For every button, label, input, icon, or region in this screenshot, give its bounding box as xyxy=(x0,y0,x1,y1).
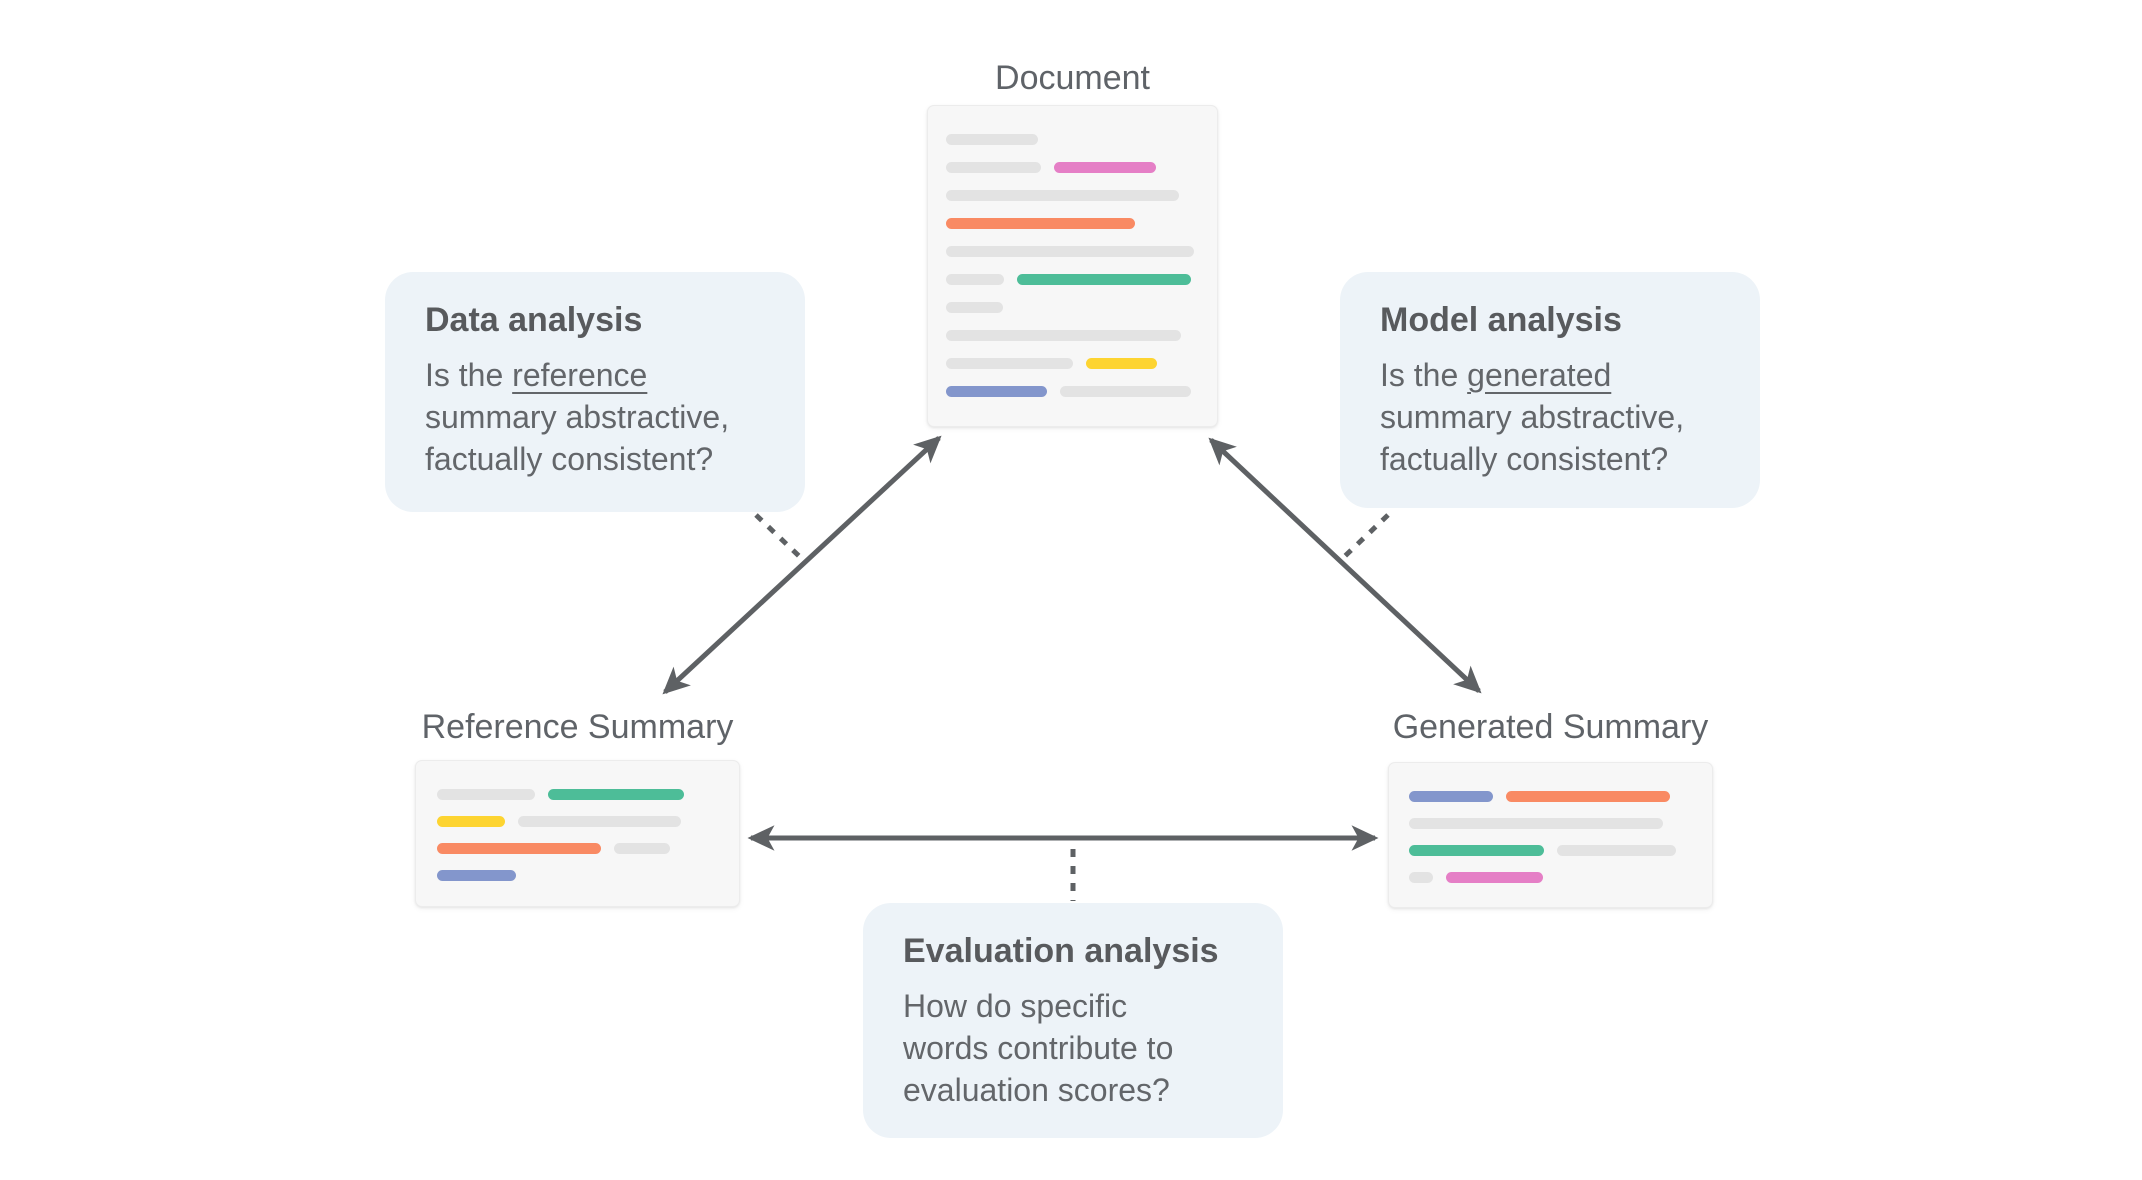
skeleton-text-row xyxy=(437,843,718,854)
skeleton-text-bar-gray xyxy=(614,843,670,854)
skeleton-text-bar-orange xyxy=(946,218,1135,229)
callout-model-analysis-title: Model analysis xyxy=(1380,301,1622,339)
skeleton-text-row xyxy=(437,789,718,800)
skeleton-text-row xyxy=(946,358,1199,369)
generated-summary-card xyxy=(1388,762,1713,908)
skeleton-text-row xyxy=(1409,872,1692,883)
generated-summary-title: Generated Summary xyxy=(1392,708,1709,746)
skeleton-text-row xyxy=(946,190,1199,201)
skeleton-text-bar-pink xyxy=(1446,872,1543,883)
skeleton-text-bar-green xyxy=(1409,845,1544,856)
document-skeleton-text xyxy=(928,106,1217,426)
skeleton-text-bar-gray xyxy=(946,190,1179,201)
skeleton-text-row xyxy=(1409,845,1692,856)
skeleton-text-bar-gray xyxy=(946,358,1073,369)
skeleton-text-row xyxy=(946,330,1199,341)
skeleton-text-row xyxy=(946,386,1199,397)
skeleton-text-bar-gray xyxy=(518,816,681,827)
skeleton-text-bar-gray xyxy=(946,274,1004,285)
generated-summary-skeleton-text xyxy=(1389,763,1712,907)
reference-summary-title: Reference Summary xyxy=(421,708,734,746)
callout-data-analysis-title: Data analysis xyxy=(425,301,643,339)
skeleton-text-bar-orange xyxy=(437,843,601,854)
underlined-word: reference xyxy=(512,357,648,393)
skeleton-text-bar-pink xyxy=(1054,162,1156,173)
callout-evaluation-analysis-title: Evaluation analysis xyxy=(903,932,1219,970)
skeleton-text-row xyxy=(946,274,1199,285)
reference-summary-skeleton-text xyxy=(416,761,739,906)
skeleton-text-row xyxy=(437,816,718,827)
skeleton-text-bar-gray xyxy=(1060,386,1191,397)
skeleton-text-bar-gray xyxy=(946,330,1181,341)
skeleton-text-bar-yellow xyxy=(1086,358,1157,369)
skeleton-text-bar-green xyxy=(1017,274,1191,285)
skeleton-text-row xyxy=(1409,791,1692,802)
skeleton-text-row xyxy=(946,246,1199,257)
skeleton-text-bar-gray xyxy=(437,789,535,800)
skeleton-text-bar-green xyxy=(548,789,684,800)
skeleton-text-bar-blue xyxy=(437,870,516,881)
dotted-connector-data-analysis xyxy=(754,513,802,559)
skeleton-text-row xyxy=(1409,818,1692,829)
skeleton-text-bar-blue xyxy=(946,386,1047,397)
skeleton-text-row xyxy=(946,302,1199,313)
skeleton-text-row xyxy=(946,134,1199,145)
reference-summary-card xyxy=(415,760,740,907)
skeleton-text-bar-gray xyxy=(1409,818,1663,829)
skeleton-text-bar-orange xyxy=(1506,791,1670,802)
skeleton-text-bar-yellow xyxy=(437,816,505,827)
skeleton-text-bar-gray xyxy=(1409,872,1433,883)
document-title: Document xyxy=(995,59,1150,97)
underlined-word: generated xyxy=(1467,357,1612,393)
skeleton-text-row xyxy=(437,870,718,881)
skeleton-text-bar-gray xyxy=(946,162,1041,173)
skeleton-text-bar-gray xyxy=(1557,845,1676,856)
skeleton-text-row xyxy=(946,218,1199,229)
skeleton-text-bar-gray xyxy=(946,134,1038,145)
document-card xyxy=(927,105,1218,427)
skeleton-text-row xyxy=(946,162,1199,173)
skeleton-text-bar-blue xyxy=(1409,791,1493,802)
dotted-connector-model-analysis xyxy=(1342,513,1390,559)
skeleton-text-bar-gray xyxy=(946,246,1194,257)
skeleton-text-bar-gray xyxy=(946,302,1003,313)
